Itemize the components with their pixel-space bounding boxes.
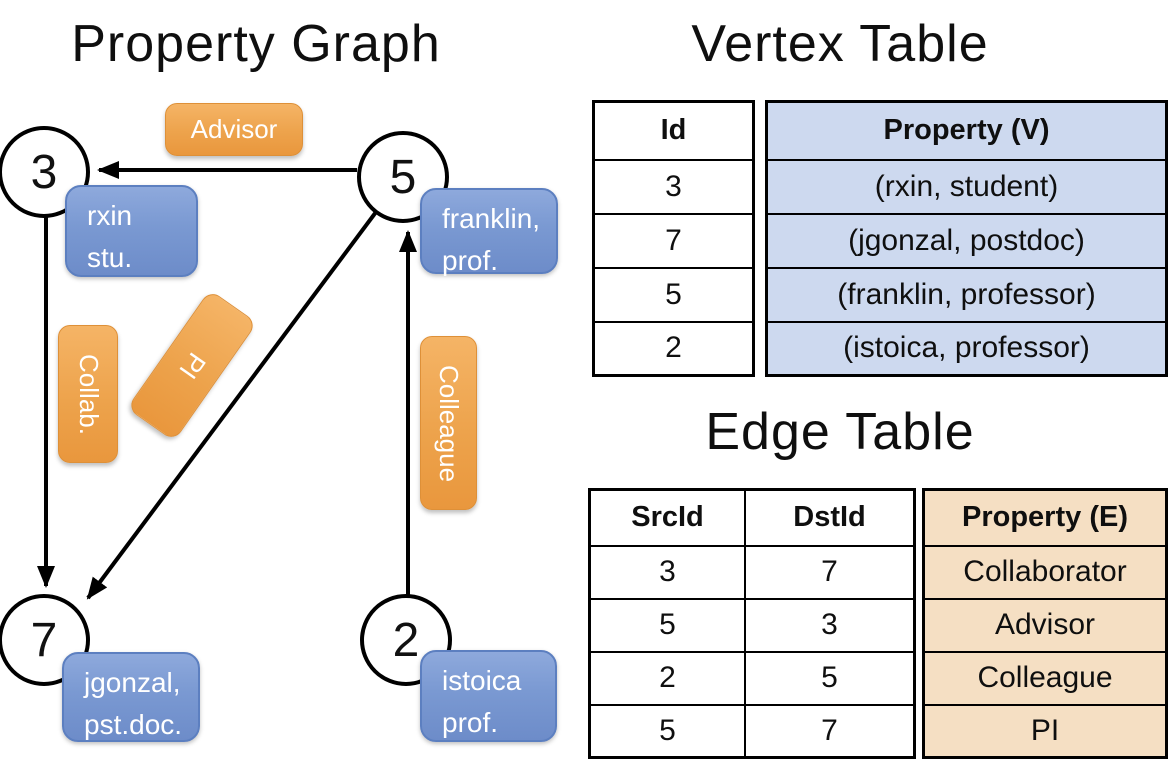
column-header-srcid: SrcId — [588, 488, 746, 547]
table-cell: Advisor — [922, 597, 1168, 653]
table-cell: (franklin, professor) — [765, 266, 1168, 323]
vertex-property-line: pst.doc. — [84, 709, 183, 740]
table-row: (istoica, professor) — [765, 320, 1168, 377]
table-cell: 7 — [744, 703, 916, 759]
table-cell: (jgonzal, postdoc) — [765, 212, 1168, 269]
vertex-property-box-jgonzal: jgonzal, pst.doc. — [62, 652, 200, 742]
node-id-label: 5 — [389, 150, 417, 204]
edge-label-collab: Collab. — [58, 325, 118, 463]
table-cell: 2 — [592, 320, 755, 377]
table-row: 5 — [592, 266, 755, 323]
table-row: 7 — [592, 212, 755, 269]
table-cell: 3 — [588, 544, 746, 600]
table-row: PI — [922, 703, 1168, 759]
table-header-row: Id — [592, 100, 755, 161]
table-cell: 7 — [592, 212, 755, 269]
table-row: 5 7 — [588, 703, 916, 759]
table-cell: Collaborator — [922, 544, 1168, 600]
table-header-row: SrcId DstId — [588, 488, 916, 547]
vertex-property-line: rxin — [87, 200, 133, 231]
edge-label-advisor: Advisor — [165, 103, 303, 156]
table-row: (jgonzal, postdoc) — [765, 212, 1168, 269]
graph-edges — [37, 161, 417, 600]
graph-node-2: 2 — [360, 594, 452, 686]
edge-label-text: Collab. — [73, 353, 104, 435]
table-cell: 7 — [744, 544, 916, 600]
table-row: 2 5 — [588, 650, 916, 706]
table-cell: 2 — [588, 650, 746, 706]
edge-table-property-column: Property (E) Collaborator Advisor Collea… — [922, 488, 1168, 759]
vertex-table-property-column: Property (V) (rxin, student) (jgonzal, p… — [765, 100, 1168, 377]
column-header-dstid: DstId — [744, 488, 916, 547]
edge-arrow-5-to-7 — [86, 210, 378, 600]
table-cell: 5 — [588, 703, 746, 759]
edge-label-text: Advisor — [190, 114, 278, 144]
table-row: 5 3 — [588, 597, 916, 653]
table-row: 3 7 — [588, 544, 916, 600]
table-row: Collaborator — [922, 544, 1168, 600]
vertex-property-box-franklin: franklin, prof. — [420, 188, 558, 276]
table-cell: Colleague — [922, 650, 1168, 706]
vertex-table-title: Vertex Table — [691, 15, 989, 73]
node-id-label: 2 — [392, 613, 420, 667]
edge-label-colleague: Colleague — [420, 336, 477, 510]
table-row: Colleague — [922, 650, 1168, 706]
table-cell: (istoica, professor) — [765, 320, 1168, 377]
node-id-label: 7 — [30, 613, 58, 667]
table-header-row: Property (E) — [922, 488, 1168, 547]
table-cell: 3 — [592, 158, 755, 215]
table-header-row: Property (V) — [765, 100, 1168, 161]
vertex-property-line: prof. — [442, 245, 499, 276]
column-header-property-v: Property (V) — [765, 100, 1168, 161]
vertex-table-id-column: Id 3 7 5 2 — [592, 100, 755, 377]
edge-table-id-columns: SrcId DstId 3 7 5 3 2 5 5 7 — [588, 488, 916, 759]
table-row: (franklin, professor) — [765, 266, 1168, 323]
vertex-property-line: prof. — [442, 707, 499, 738]
graph-node-5: 5 — [357, 131, 449, 223]
vertex-property-line: franklin, — [442, 203, 541, 234]
node-id-label: 3 — [30, 145, 58, 199]
vertex-property-line: istoica — [442, 665, 522, 696]
table-cell: 5 — [588, 597, 746, 653]
table-cell: (rxin, student) — [765, 158, 1168, 215]
property-graph-title: Property Graph — [71, 15, 441, 73]
column-header-id: Id — [592, 100, 755, 161]
table-row: Advisor — [922, 597, 1168, 653]
vertex-property-box-rxin: rxin stu. — [65, 185, 198, 277]
vertex-property-box-istoica: istoica prof. — [420, 650, 557, 742]
table-row: 3 — [592, 158, 755, 215]
table-row: (rxin, student) — [765, 158, 1168, 215]
column-header-property-e: Property (E) — [922, 488, 1168, 547]
table-row: 2 — [592, 320, 755, 377]
edge-table-title: Edge Table — [705, 403, 975, 461]
table-cell: 5 — [592, 266, 755, 323]
vertex-property-line: stu. — [87, 242, 133, 273]
table-cell: 5 — [744, 650, 916, 706]
table-cell: 3 — [744, 597, 916, 653]
edge-label-text: Colleague — [434, 364, 464, 482]
edge-label-text: PI — [173, 347, 212, 385]
vertex-property-line: jgonzal, — [84, 667, 181, 698]
table-cell: PI — [922, 703, 1168, 759]
